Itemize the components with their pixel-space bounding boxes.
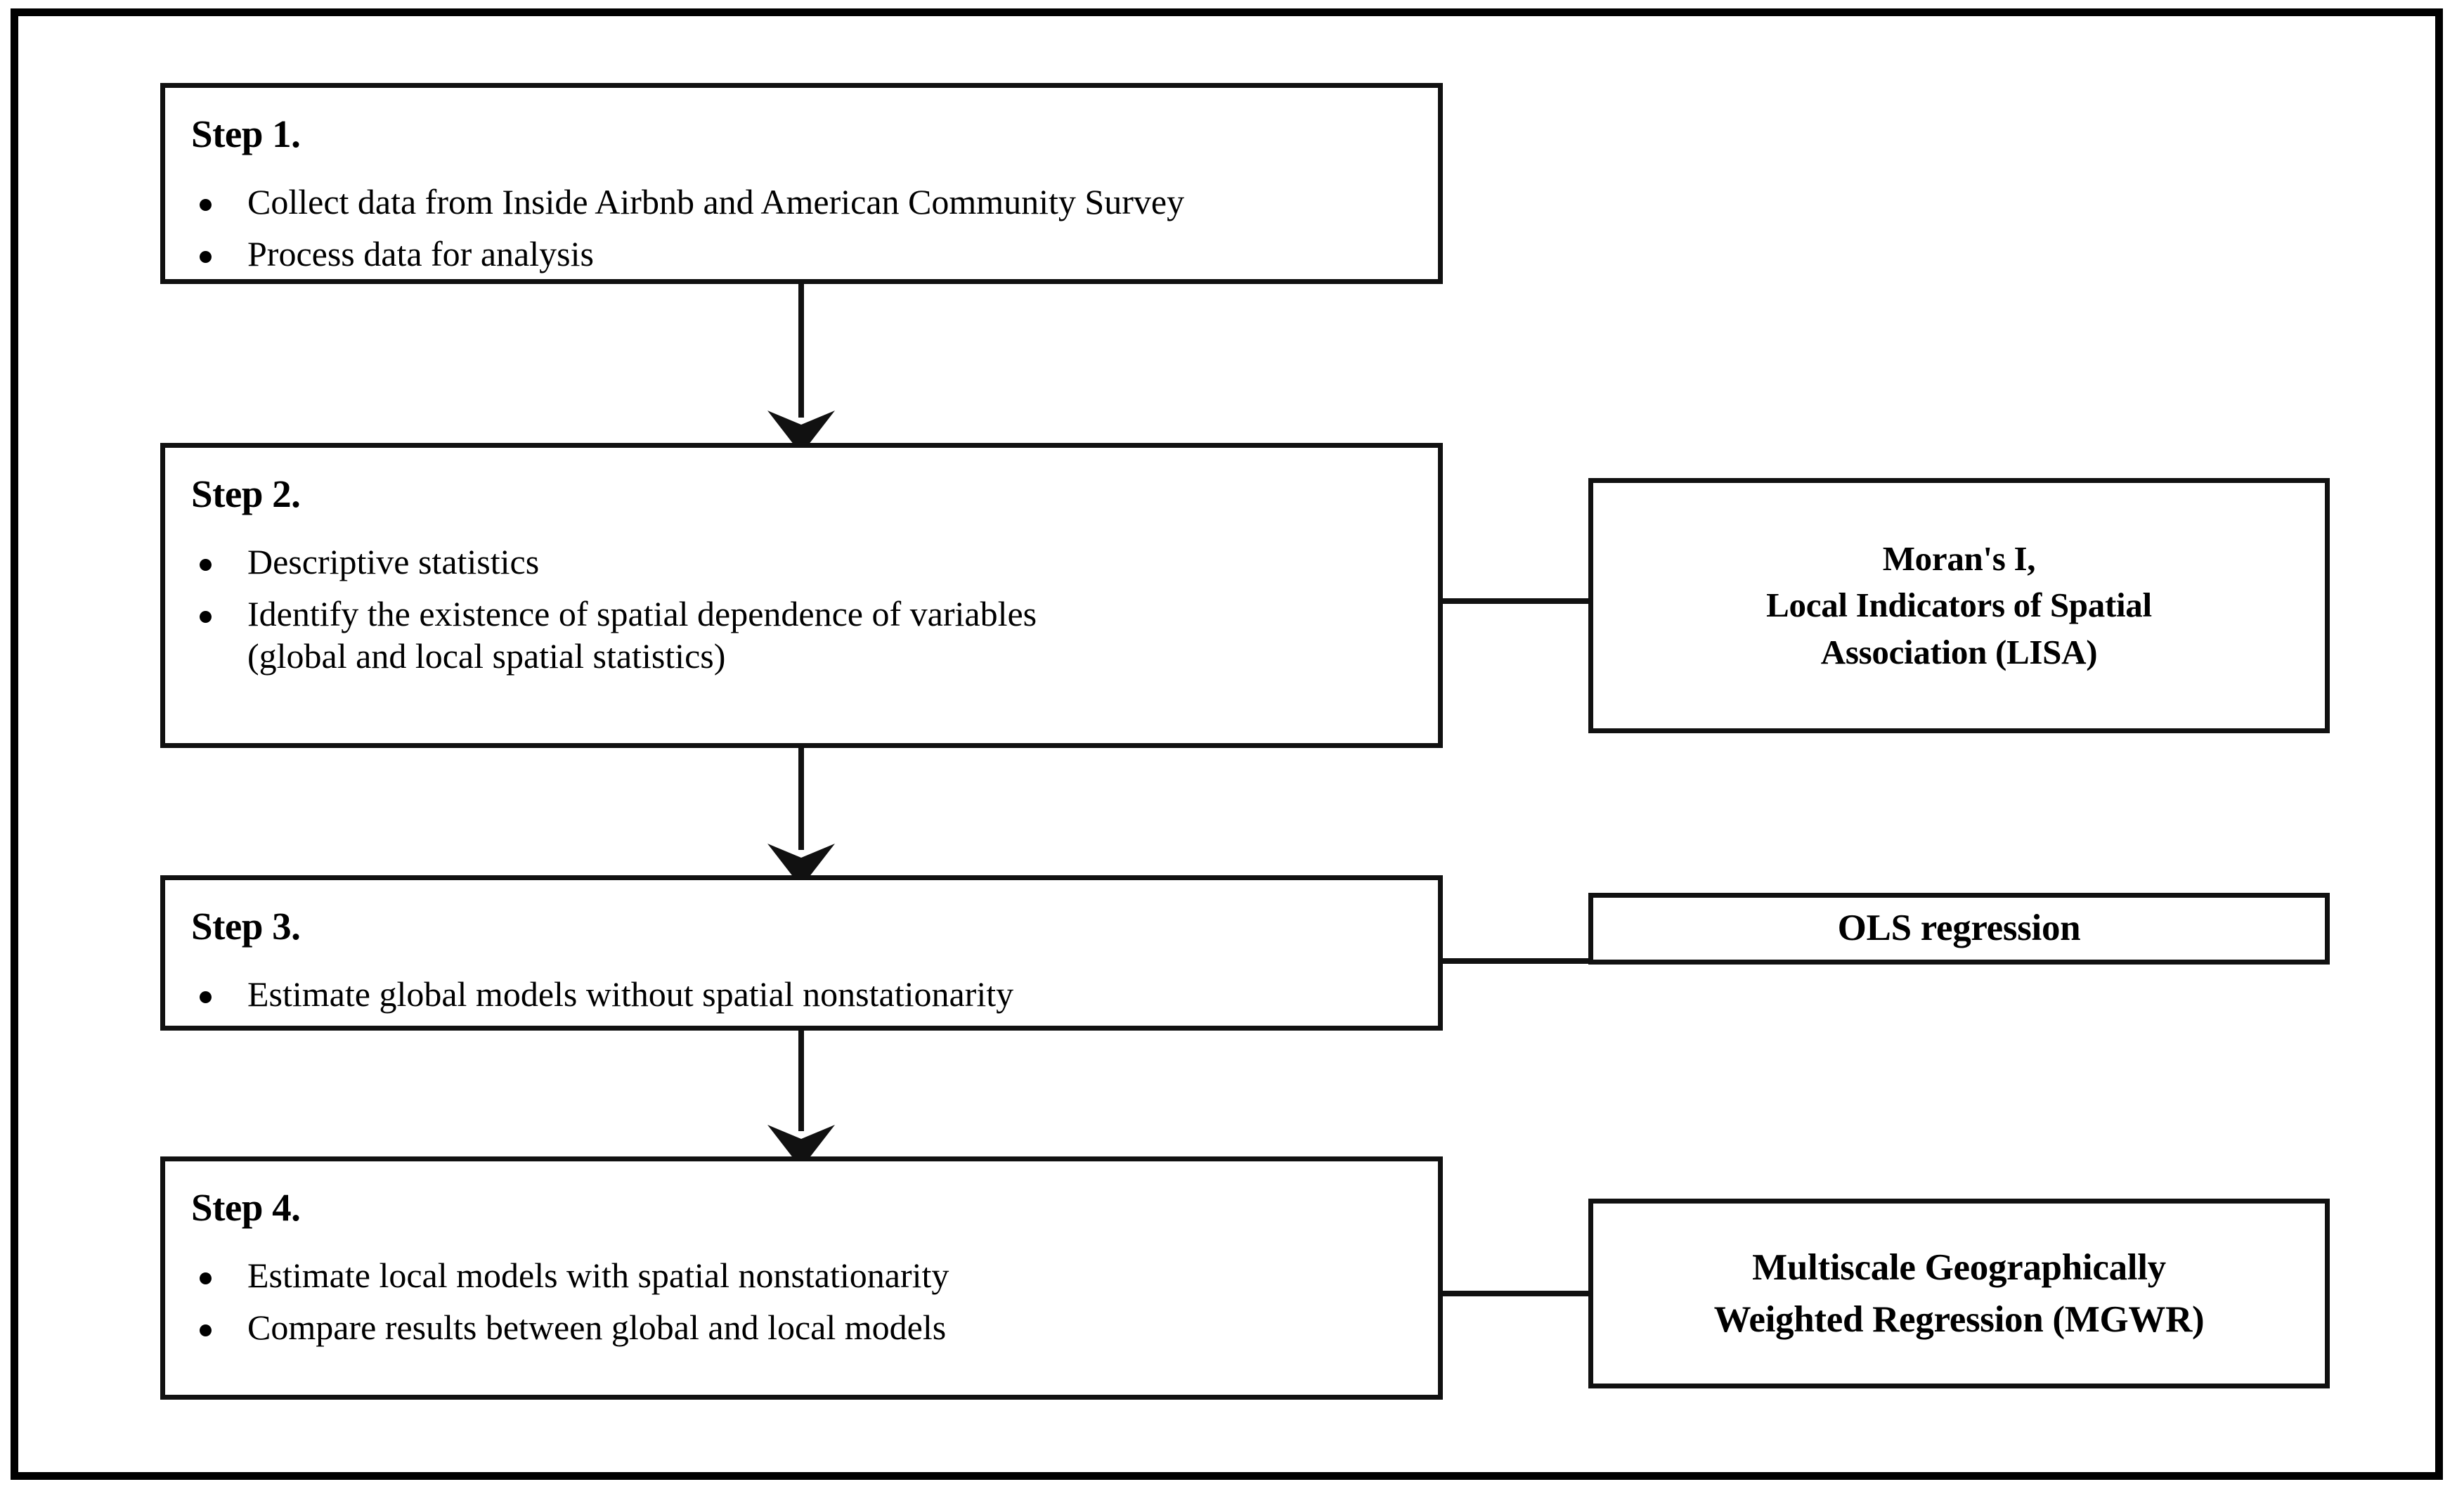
arrow-step1-step2-head-icon: [767, 411, 835, 454]
step-1-bullet-list: Collect data from Inside Airbnb and Amer…: [191, 181, 1424, 285]
method-label: Moran's I, Local Indicators of Spatial A…: [1766, 539, 2152, 671]
list-item: Estimate local models with spatial nonst…: [191, 1254, 1424, 1296]
step-3-bullet-list: Estimate global models without spatial n…: [191, 973, 1424, 1025]
step-4-box: Step 4. Estimate local models with spati…: [160, 1156, 1443, 1400]
method-box-moran-lisa: Moran's I, Local Indicators of Spatial A…: [1588, 478, 2330, 733]
arrow-step1-step2-line: [798, 284, 804, 418]
list-item: Identify the existence of spatial depend…: [191, 593, 1424, 677]
step-3-box: Step 3. Estimate global models without s…: [160, 875, 1443, 1031]
method-label: Multiscale Geographically Weighted Regre…: [1713, 1246, 2205, 1340]
connector-step2-moran: [1443, 598, 1589, 604]
list-item: Collect data from Inside Airbnb and Amer…: [191, 181, 1424, 223]
method-box-ols-regression: OLS regression: [1588, 893, 2330, 965]
list-item: Process data for analysis: [191, 233, 1424, 275]
step-3-title: Step 3.: [191, 905, 301, 948]
list-item: Descriptive statistics: [191, 541, 1424, 583]
step-1-box: Step 1. Collect data from Inside Airbnb …: [160, 83, 1443, 284]
step-1-title: Step 1.: [191, 112, 301, 155]
arrow-step2-step3-head-icon: [767, 844, 835, 887]
step-2-title: Step 2.: [191, 472, 301, 515]
step-4-title: Step 4.: [191, 1186, 301, 1229]
list-item: Estimate global models without spatial n…: [191, 973, 1424, 1015]
arrow-step2-step3-line: [798, 748, 804, 850]
method-label: OLS regression: [1837, 908, 2081, 949]
step-4-bullet-list: Estimate local models with spatial nonst…: [191, 1254, 1424, 1358]
arrow-step3-step4-head-icon: [767, 1125, 835, 1168]
method-box-mgwr: Multiscale Geographically Weighted Regre…: [1588, 1199, 2330, 1388]
arrow-step3-step4-line: [798, 1031, 804, 1131]
step-2-bullet-list: Descriptive statistics Identify the exis…: [191, 541, 1424, 687]
step-2-box: Step 2. Descriptive statistics Identify …: [160, 443, 1443, 748]
connector-step4-mgwr: [1443, 1291, 1589, 1296]
connector-step3-ols: [1443, 958, 1589, 964]
list-item: Compare results between global and local…: [191, 1306, 1424, 1348]
